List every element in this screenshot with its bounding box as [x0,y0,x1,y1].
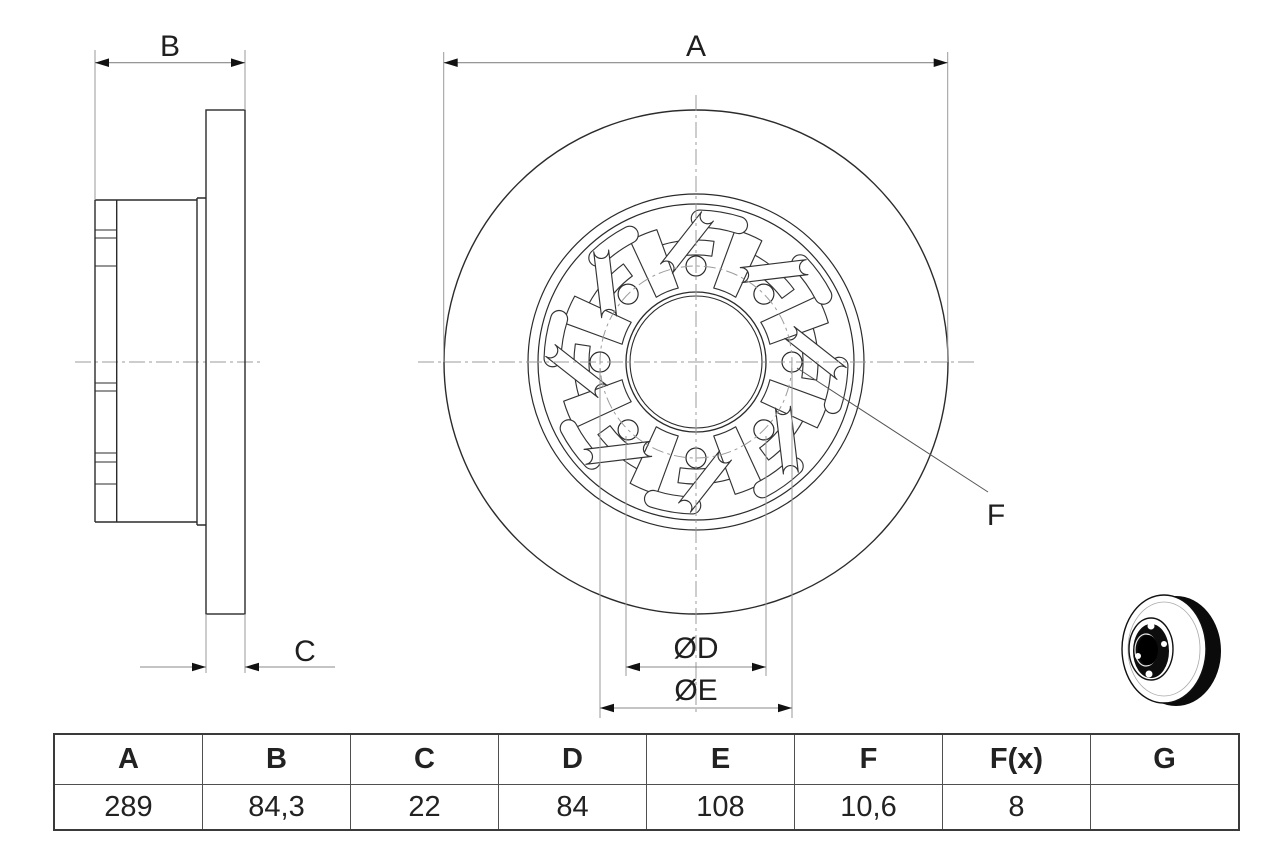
header-cell-d: D [498,733,647,785]
value-cell-b: 84,3 [202,784,351,831]
dim-label-a: A [686,30,706,63]
header-cell-g: G [1090,733,1240,785]
dimension-a: A [443,30,949,362]
dimension-e: ØE [599,368,793,718]
arrowhead-right [231,58,245,67]
value-cell-d: 84 [498,784,647,831]
side-section-view: B C [75,30,335,673]
dimension-b: B [94,30,246,200]
spec-table-value-row: 289 84,3 22 84 108 10,6 8 [53,784,1240,831]
bolt-circle-centerline [599,265,793,459]
arrowhead-left [95,58,109,67]
side-view-outline [94,109,246,615]
dim-label-c: C [294,635,316,668]
bolt-hole [753,283,775,305]
arrowhead-left [600,703,614,713]
dim-label-b: B [160,30,180,63]
arrowhead-left [626,662,640,672]
spec-table-header-row: A B C D E F F(x) G [53,733,1240,785]
brake-disc-photo-icon [1121,594,1221,706]
arrowhead-left [192,662,206,672]
arrowhead-right [752,662,766,672]
dim-label-od: ØD [674,632,719,665]
value-cell-g [1090,784,1240,831]
arrowhead-right [778,703,792,713]
header-cell-fx: F(x) [942,733,1091,785]
dimension-c: C [140,614,335,673]
value-cell-f: 10,6 [794,784,943,831]
spec-table: A B C D E F F(x) G 289 84,3 22 84 108 10… [53,733,1240,831]
header-cell-e: E [646,733,795,785]
value-cell-fx: 8 [942,784,1091,831]
arrowhead-right [933,58,948,67]
front-view-centerlines [418,95,978,716]
header-cell-c: C [350,733,499,785]
value-cell-c: 22 [350,784,499,831]
header-cell-f: F [794,733,943,785]
dim-label-f: F [987,499,1005,532]
arrowhead-left [443,58,458,67]
dimension-f-leader: F [796,367,1005,532]
arrowhead-right [245,662,259,672]
value-cell-a: 289 [53,784,203,831]
hub-pattern [543,209,849,515]
dim-label-oe: ØE [674,674,717,707]
front-view: A ØD ØE F [418,30,1005,718]
value-cell-e: 108 [646,784,795,831]
dimension-d: ØD [625,436,767,676]
header-cell-b: B [202,733,351,785]
header-cell-a: A [53,733,203,785]
